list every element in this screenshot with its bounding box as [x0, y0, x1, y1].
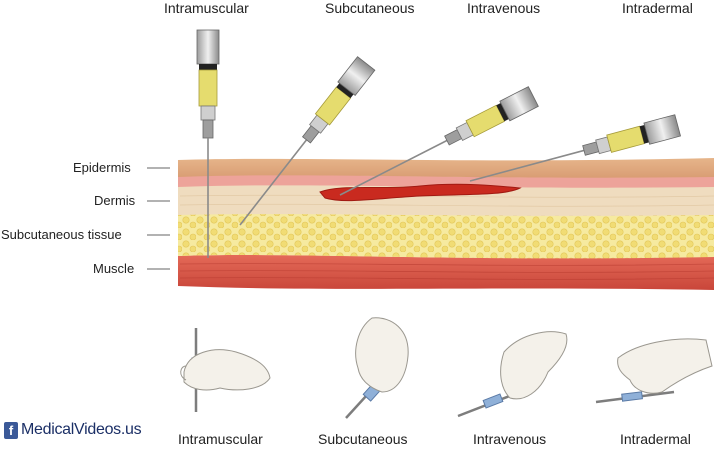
facebook-icon: f	[4, 421, 18, 439]
label-dermis: Dermis	[94, 193, 136, 208]
hand-intramuscular-illustration	[180, 328, 271, 412]
caption-intradermal: Intradermal	[620, 431, 691, 447]
hand-intradermal-illustration	[595, 338, 713, 404]
muscle-fibers	[179, 263, 714, 280]
hand-intravenous-illustration	[457, 331, 568, 418]
layer-leader-lines	[147, 167, 170, 270]
title-intradermal: Intradermal	[622, 0, 693, 16]
title-subcutaneous: Subcutaneous	[325, 0, 415, 16]
title-intravenous: Intravenous	[467, 0, 541, 16]
muscle-layer	[178, 255, 714, 290]
syringe-intramuscular	[196, 29, 220, 258]
caption-subcutaneous: Subcutaneous	[318, 431, 408, 447]
caption-intramuscular: Intramuscular	[178, 431, 263, 447]
caption-intravenous: Intravenous	[473, 431, 547, 447]
hand-subcutaneous-illustration	[345, 317, 409, 419]
epidermis-layer	[178, 158, 714, 178]
vein	[319, 183, 522, 202]
syringe-subcutaneous	[239, 56, 376, 226]
syringe-intravenous	[339, 86, 539, 196]
dermis-layer	[178, 184, 714, 216]
brand-watermark[interactable]: f MedicalVideos.us	[4, 420, 142, 440]
label-muscle: Muscle	[93, 261, 135, 276]
syringe-intradermal	[469, 114, 682, 182]
label-epidermis: Epidermis	[73, 160, 131, 175]
title-intramuscular: Intramuscular	[164, 0, 249, 16]
brand-text: MedicalVideos.us	[21, 421, 142, 438]
label-subcutaneous-tissue: Subcutaneous tissue	[1, 227, 122, 242]
subcutaneous-layer	[178, 213, 714, 259]
